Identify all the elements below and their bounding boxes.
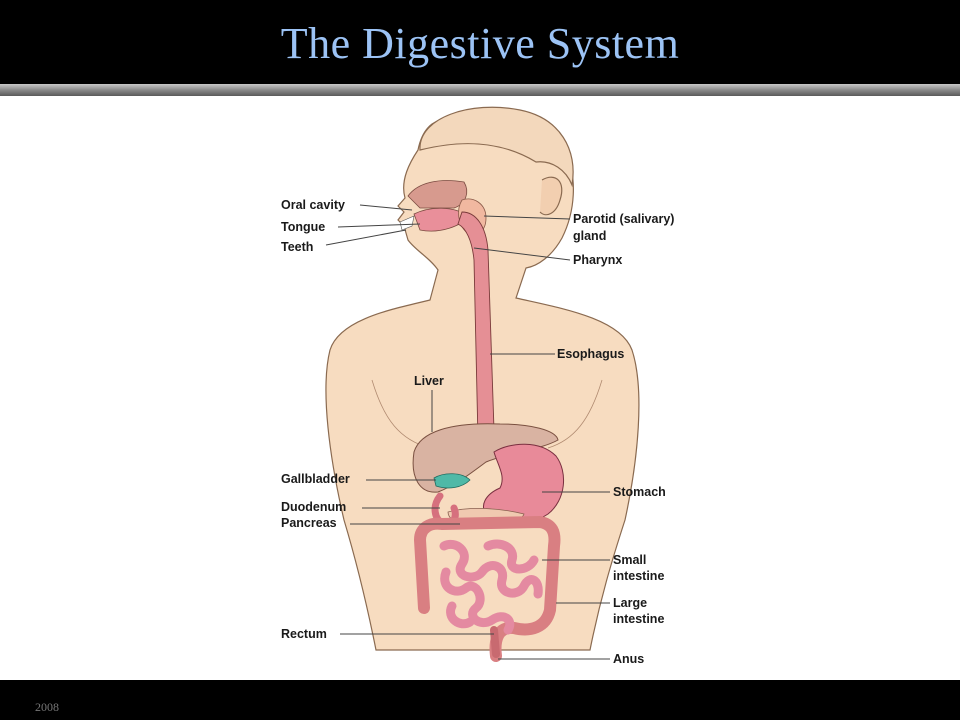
label-duodenum: Duodenum [281, 500, 346, 514]
label-pancreas: Pancreas [281, 516, 337, 530]
gallbladder-organ [433, 473, 471, 489]
label-anus: Anus [613, 652, 644, 666]
label-small-intestine-line2: intestine [613, 569, 664, 583]
label-rectum: Rectum [281, 627, 327, 641]
label-pharynx: Pharynx [573, 253, 622, 267]
label-oral-cavity: Oral cavity [281, 198, 345, 212]
label-teeth: Teeth [281, 240, 313, 254]
label-parotid-line1: Parotid (salivary) [573, 212, 674, 226]
label-small-intestine-line1: Small [613, 553, 646, 567]
footer-bar [0, 680, 960, 720]
label-tongue: Tongue [281, 220, 325, 234]
label-liver: Liver [414, 374, 444, 388]
label-esophagus: Esophagus [557, 347, 624, 361]
small-intestine-organ [439, 539, 543, 635]
title-divider [0, 84, 960, 96]
leader-lines [325, 204, 610, 660]
oral-cavity-organ [399, 180, 469, 232]
labels: Oral cavity Tongue Teeth Parotid (saliva… [281, 198, 674, 666]
label-gallbladder: Gallbladder [281, 472, 350, 486]
footer-year: 2008 [35, 700, 59, 714]
rectum-organ [490, 626, 500, 658]
title-bar [0, 0, 960, 85]
label-large-intestine-line1: Large [613, 596, 647, 610]
label-parotid-line2: gland [573, 229, 606, 243]
label-large-intestine-line2: intestine [613, 612, 664, 626]
slide-title: The Digestive System [280, 19, 680, 68]
label-stomach: Stomach [613, 485, 666, 499]
